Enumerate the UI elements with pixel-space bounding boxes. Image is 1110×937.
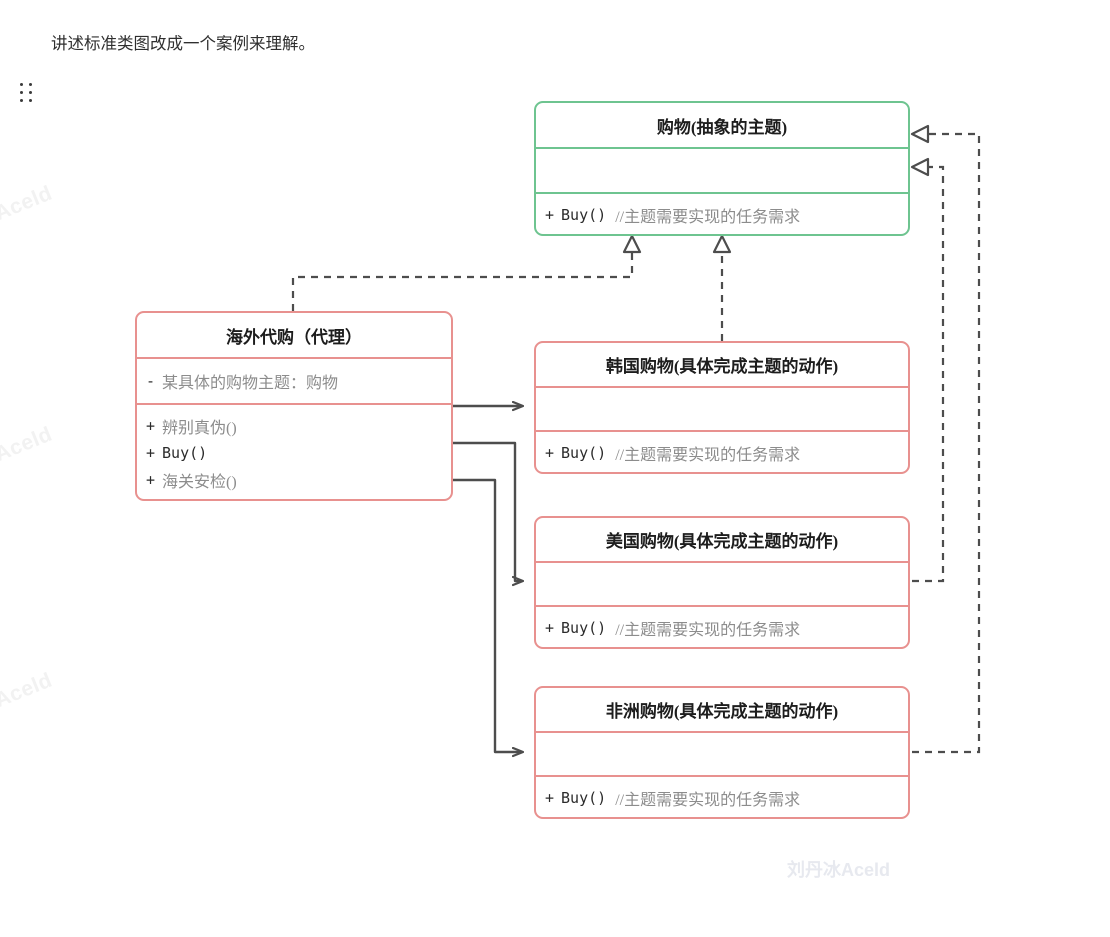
relation-proxy-to-usa bbox=[453, 441, 522, 581]
uml-attributes-compartment: - 某具体的购物主题：购物 bbox=[137, 359, 451, 403]
relation-proxy-to-africa bbox=[453, 478, 522, 752]
uml-method-row: + Buy() //主题需要实现的任务需求 bbox=[536, 777, 908, 817]
uml-method-signature: Buy() bbox=[561, 444, 607, 462]
uml-compartment-divider bbox=[536, 386, 908, 388]
uml-method-signature: 海关安检() bbox=[162, 473, 237, 491]
uml-compartment-divider bbox=[536, 561, 908, 563]
uml-methods-compartment: + Buy() //主题需要实现的任务需求 bbox=[536, 777, 908, 817]
drag-dot bbox=[29, 90, 32, 94]
uml-attributes-compartment bbox=[536, 388, 908, 430]
uml-visibility: + bbox=[545, 206, 555, 224]
page-intro-text: 讲述标准类图改成一个案例来理解。 bbox=[51, 35, 315, 53]
drag-dot bbox=[29, 98, 32, 102]
uml-compartment-divider bbox=[137, 403, 451, 405]
drag-dot bbox=[20, 82, 23, 86]
uml-method-comment: //主题需要实现的任务需求 bbox=[615, 622, 801, 639]
uml-methods-compartment: + Buy() //主题需要实现的任务需求 bbox=[536, 194, 908, 234]
uml-visibility: + bbox=[146, 470, 156, 489]
uml-method-comment: //主题需要实现的任务需求 bbox=[615, 447, 801, 464]
drag-dot bbox=[29, 82, 32, 86]
uml-class-title: 购物(抽象的主题) bbox=[656, 117, 788, 137]
uml-class-korea-shopping[interactable]: 韩国购物(具体完成主题的动作) + Buy() //主题需要实现的任务需求 bbox=[534, 341, 910, 474]
uml-class-shopping-abstract[interactable]: 购物(抽象的主题) + Buy() //主题需要实现的任务需求 bbox=[534, 101, 910, 236]
uml-method-signature: Buy() bbox=[561, 789, 607, 807]
relation-usa-to-abstract bbox=[910, 157, 945, 583]
uml-class-title: 美国购物(具体完成主题的动作) bbox=[605, 532, 839, 551]
uml-class-title: 韩国购物(具体完成主题的动作) bbox=[605, 357, 839, 376]
uml-methods-compartment: + Buy() //主题需要实现的任务需求 bbox=[536, 432, 908, 472]
uml-class-usa-shopping[interactable]: 美国购物(具体完成主题的动作) + Buy() //主题需要实现的任务需求 bbox=[534, 516, 910, 649]
uml-method-signature: 辨别真伪() bbox=[162, 419, 237, 437]
uml-method-row: + Buy() //主题需要实现的任务需求 bbox=[536, 194, 908, 234]
uml-attribute-text: 某具体的购物主题：购物 bbox=[162, 375, 339, 392]
uml-method-row: + Buy() //主题需要实现的任务需求 bbox=[536, 607, 908, 647]
uml-compartment-divider bbox=[536, 192, 908, 194]
relation-proxy-to-abstract bbox=[291, 234, 642, 311]
uml-class-overseas-proxy[interactable]: 海外代购（代理） - 某具体的购物主题：购物 + 辨别真伪() + Buy() … bbox=[135, 311, 453, 501]
uml-method-comment: //主题需要实现的任务需求 bbox=[615, 792, 801, 809]
drag-dot bbox=[20, 90, 23, 94]
uml-class-title: 非洲购物(具体完成主题的动作) bbox=[605, 702, 839, 721]
drag-handle-icon[interactable] bbox=[20, 82, 36, 103]
uml-visibility: + bbox=[545, 444, 555, 462]
uml-compartment-divider bbox=[137, 357, 451, 359]
uml-compartment-divider bbox=[536, 605, 908, 607]
uml-compartment-divider bbox=[536, 430, 908, 432]
uml-method-comment: //主题需要实现的任务需求 bbox=[615, 209, 801, 226]
uml-visibility: + bbox=[146, 443, 156, 462]
uml-method-row: + 海关安检() bbox=[137, 466, 451, 493]
uml-visibility: + bbox=[545, 619, 555, 637]
uml-method-signature: Buy() bbox=[561, 206, 607, 224]
drag-dot bbox=[20, 98, 23, 102]
uml-method-row: + Buy() //主题需要实现的任务需求 bbox=[536, 432, 908, 472]
uml-visibility: + bbox=[146, 416, 156, 435]
uml-methods-compartment: + Buy() //主题需要实现的任务需求 bbox=[536, 607, 908, 647]
uml-attribute-row: - 某具体的购物主题：购物 bbox=[137, 359, 451, 403]
uml-compartment-divider bbox=[536, 147, 908, 149]
uml-compartment-divider bbox=[536, 775, 908, 777]
watermark-footer: 刘丹冰Aceld bbox=[787, 860, 891, 880]
relation-korea-to-abstract bbox=[712, 234, 732, 341]
uml-class-africa-shopping[interactable]: 非洲购物(具体完成主题的动作) + Buy() //主题需要实现的任务需求 bbox=[534, 686, 910, 819]
uml-class-title: 海外代购（代理） bbox=[226, 327, 362, 347]
uml-attributes-compartment bbox=[536, 563, 908, 605]
uml-attributes-compartment bbox=[536, 733, 908, 775]
uml-method-signature: Buy() bbox=[561, 619, 607, 637]
uml-visibility: - bbox=[146, 372, 156, 390]
uml-method-signature: Buy() bbox=[162, 443, 208, 462]
uml-method-row: + 辨别真伪() bbox=[137, 412, 451, 439]
uml-method-row: + Buy() bbox=[137, 439, 451, 466]
uml-methods-compartment: + 辨别真伪() + Buy() + 海关安检() bbox=[137, 405, 451, 493]
uml-compartment-divider bbox=[536, 731, 908, 733]
relation-africa-to-abstract bbox=[910, 124, 981, 754]
uml-attributes-compartment bbox=[536, 149, 908, 192]
uml-visibility: + bbox=[545, 789, 555, 807]
